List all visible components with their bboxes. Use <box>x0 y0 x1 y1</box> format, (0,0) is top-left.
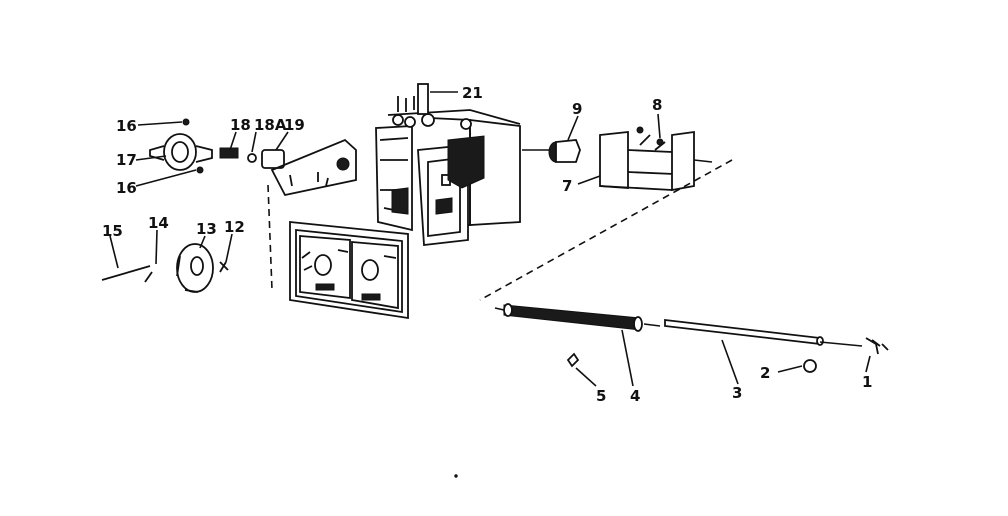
part-17-knob <box>163 133 197 171</box>
label-5: 5 <box>596 387 606 405</box>
part-labels: 16 17 16 18 18A 19 21 9 8 7 15 14 13 12 … <box>102 84 872 405</box>
part-1-clip <box>865 337 889 355</box>
label-19: 19 <box>284 116 305 134</box>
label-16-upper: 16 <box>116 117 137 135</box>
part-15-shaft <box>101 265 151 281</box>
label-21: 21 <box>462 84 483 102</box>
label-4: 4 <box>630 387 640 405</box>
part-19-switch <box>261 149 285 169</box>
part-18a-washer <box>247 153 257 163</box>
control-panel <box>289 221 409 320</box>
label-2: 2 <box>760 364 770 382</box>
label-8: 8 <box>652 96 662 114</box>
label-9: 9 <box>572 100 582 118</box>
label-3: 3 <box>732 384 742 402</box>
part-21-rod <box>417 83 429 115</box>
label-18a: 18A <box>254 116 287 134</box>
label-13: 13 <box>196 220 217 238</box>
leader-lines <box>109 91 871 387</box>
label-1: 1 <box>862 373 872 391</box>
right-assembly <box>522 126 713 192</box>
part-5-clip <box>566 352 580 368</box>
label-18: 18 <box>230 116 251 134</box>
label-12: 12 <box>224 218 245 236</box>
assembly-guideline <box>479 159 733 301</box>
main-housing <box>375 83 521 247</box>
part-16-screw-upper <box>182 118 190 126</box>
part-8-screw <box>656 138 664 146</box>
label-7: 7 <box>562 177 572 195</box>
part-16-screw-lower <box>196 166 204 174</box>
part-4-roller <box>503 304 641 331</box>
stray-dot <box>454 474 458 478</box>
label-14: 14 <box>148 214 169 232</box>
label-15: 15 <box>102 222 123 240</box>
roller-assembly <box>494 303 889 373</box>
switch-bracket <box>270 138 357 197</box>
part-3-shaft <box>664 318 821 346</box>
part-7-bracket <box>599 130 629 189</box>
part-13-pulley <box>176 243 214 293</box>
label-17: 17 <box>116 151 137 169</box>
part-18-spacer <box>219 147 239 159</box>
label-16-lower: 16 <box>116 179 137 197</box>
part-12-nut <box>219 261 229 273</box>
part-2-bushing <box>803 359 817 373</box>
part-14-pin <box>144 271 153 283</box>
pulley-assembly <box>101 243 229 293</box>
